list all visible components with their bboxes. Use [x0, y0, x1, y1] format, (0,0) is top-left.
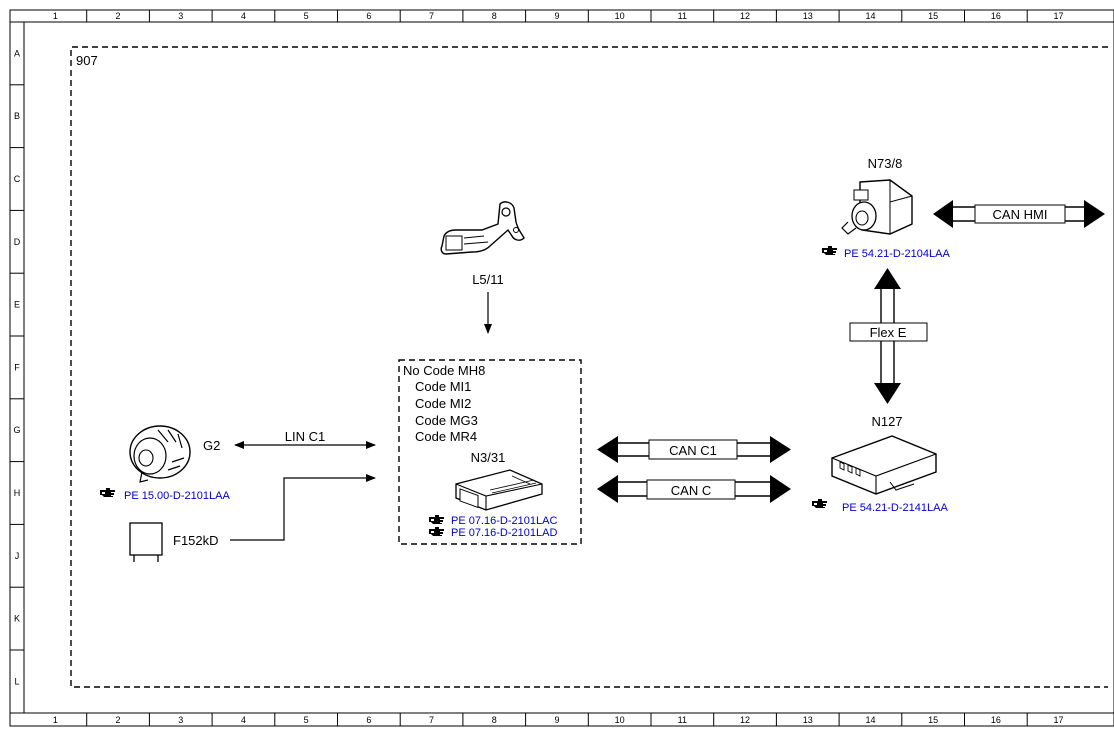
n73-8-ref[interactable]: PE 54.21-D-2104LAA	[822, 246, 950, 260]
row-marker: J	[15, 551, 20, 561]
column-marker: 15	[928, 715, 938, 725]
column-marker: 13	[803, 715, 813, 725]
column-marker: 9	[554, 715, 559, 725]
column-marker: 8	[492, 11, 497, 21]
n127-label: N127	[871, 414, 902, 429]
column-marker: 7	[429, 715, 434, 725]
flex-e-label: Flex E	[870, 325, 907, 340]
column-marker: 14	[865, 11, 875, 21]
sensor-l5-11-icon[interactable]	[440, 201, 525, 255]
column-marker: 1	[53, 11, 58, 21]
column-marker: 9	[554, 11, 559, 21]
column-marker: 3	[178, 715, 183, 725]
n3-31-ref-0-text[interactable]: PE 07.16-D-2101LAC	[451, 515, 557, 527]
column-marker: 3	[178, 11, 183, 21]
g2-label: G2	[203, 438, 220, 453]
column-marker: 11	[678, 11, 687, 21]
control-unit-n127-icon[interactable]	[831, 435, 937, 495]
column-marker: 2	[116, 715, 121, 725]
column-marker: 2	[116, 11, 121, 21]
column-marker: 11	[678, 715, 687, 725]
row-marker: H	[14, 488, 21, 498]
ignition-switch-n73-8-icon[interactable]	[841, 179, 913, 235]
can-c1-label: CAN C1	[669, 443, 717, 458]
lin-c1-label: LIN C1	[285, 429, 325, 444]
n3-31-code-1: Code MI1	[415, 379, 471, 394]
row-marker: E	[14, 300, 20, 310]
n3-31-ref-1-text[interactable]: PE 07.16-D-2101LAD	[451, 527, 557, 539]
column-marker: 10	[615, 11, 625, 21]
row-marker: G	[13, 425, 20, 435]
column-marker: 1	[53, 715, 58, 725]
column-marker: 16	[991, 715, 1001, 725]
column-marker: 15	[928, 11, 938, 21]
n3-31-ref-0[interactable]: PE 07.16-D-2101LAC	[429, 515, 557, 527]
n3-31-code-2: Code MI2	[415, 396, 471, 411]
row-marker: L	[14, 676, 19, 686]
column-marker: 14	[865, 715, 875, 725]
n73-8-label: N73/8	[868, 156, 903, 171]
column-marker: 12	[740, 715, 750, 725]
column-marker: 12	[740, 11, 750, 21]
f152kd-label: F152kD	[173, 533, 219, 548]
column-marker: 4	[241, 715, 246, 725]
column-marker: 13	[803, 11, 813, 21]
can-c1-bus	[597, 436, 791, 463]
column-marker: 4	[241, 11, 246, 21]
flex-e-bus	[849, 268, 928, 404]
column-marker: 6	[366, 715, 371, 725]
l5-11-label: L5/11	[472, 272, 504, 287]
pointing-hand-icon	[429, 527, 444, 536]
can-c-bus	[597, 475, 791, 503]
row-marker: A	[14, 48, 20, 58]
column-marker: 6	[366, 11, 371, 21]
n3-31-label: N3/31	[471, 450, 506, 465]
column-marker: 5	[304, 11, 309, 21]
alternator-g2-icon[interactable]	[129, 425, 191, 483]
row-marker: C	[14, 174, 21, 184]
column-marker: 8	[492, 715, 497, 725]
g2-ref-text[interactable]: PE 15.00-D-2101LAA	[124, 490, 230, 502]
n73-8-ref-text[interactable]: PE 54.21-D-2104LAA	[844, 248, 950, 260]
column-marker: 7	[429, 11, 434, 21]
column-marker: 10	[615, 715, 625, 725]
pointing-hand-icon	[100, 488, 115, 497]
area-907-border	[70, 46, 1108, 688]
column-marker: 17	[1054, 715, 1064, 725]
n3-31-code-0: No Code MH8	[403, 363, 485, 378]
pointing-hand-icon	[812, 499, 827, 508]
g2-ref[interactable]: PE 15.00-D-2101LAA	[100, 488, 230, 502]
n127-ref[interactable]: PE 54.21-D-2141LAA	[812, 499, 948, 514]
column-marker: 16	[991, 11, 1001, 21]
area-label: 907	[76, 53, 98, 68]
row-marker: K	[14, 614, 20, 624]
f152kd-line	[230, 474, 376, 541]
row-marker: D	[14, 237, 21, 247]
n3-31-box	[398, 359, 582, 545]
can-c-label: CAN C	[671, 483, 711, 498]
relay-f152kd-icon[interactable]	[129, 522, 163, 562]
n3-31-ref-1[interactable]: PE 07.16-D-2101LAD	[429, 527, 557, 539]
pointing-hand-icon	[822, 246, 837, 255]
column-marker: 17	[1054, 11, 1064, 21]
row-marker: B	[14, 111, 20, 121]
row-marker: F	[14, 362, 20, 372]
ecu-n3-31-icon[interactable]	[455, 469, 543, 511]
can-hmi-bus	[933, 200, 1105, 228]
n127-ref-text[interactable]: PE 54.21-D-2141LAA	[842, 502, 948, 514]
row-markers-left: A B C D E F G H J K L	[10, 48, 24, 686]
can-hmi-label: CAN HMI	[993, 207, 1048, 222]
n3-31-code-4: Code MR4	[415, 429, 477, 444]
column-marker: 5	[304, 715, 309, 725]
n3-31-code-3: Code MG3	[415, 413, 478, 428]
sheet-frame	[9, 9, 1114, 727]
pointing-hand-icon	[429, 515, 444, 524]
